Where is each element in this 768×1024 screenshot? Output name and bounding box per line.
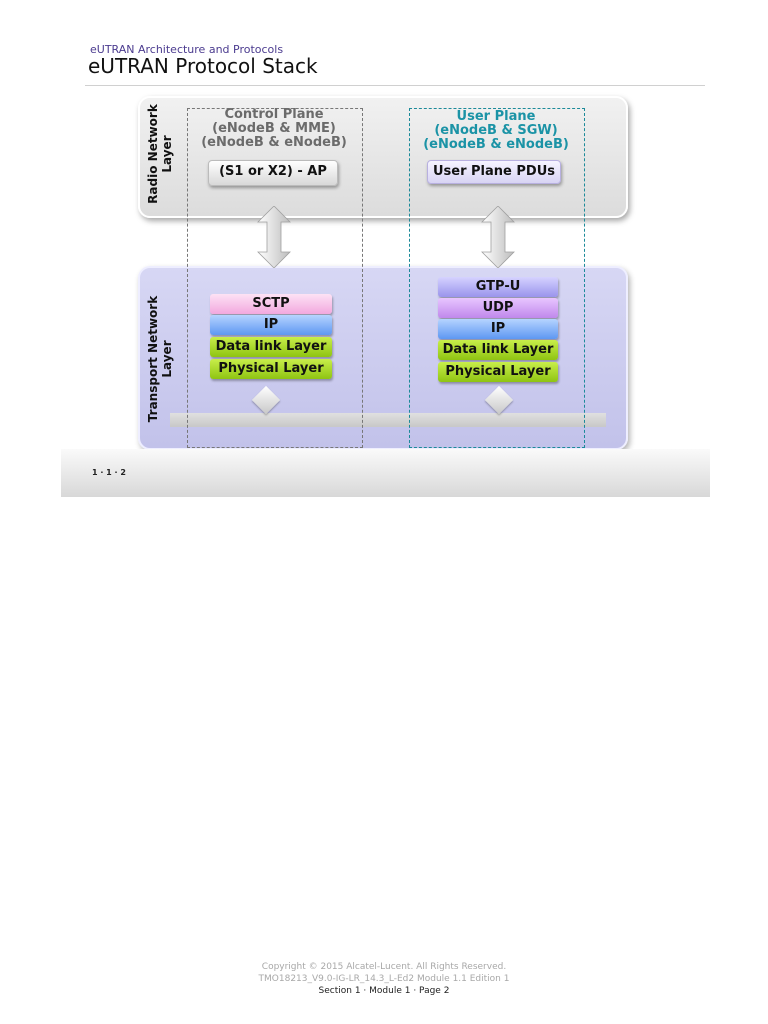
user-plane-double-arrow: [481, 206, 515, 268]
user-plane-boundary: [409, 108, 585, 448]
control-plane-title-line: (eNodeB & MME): [212, 121, 336, 136]
page-number: Section 1 · Module 1 · Page 2: [318, 986, 450, 996]
gtp-u-layer: GTP-U: [438, 277, 558, 297]
user-plane-pdus-protocol: User Plane PDUs: [427, 160, 561, 184]
slide-footer-band: [61, 449, 710, 497]
ip-layer: IP: [438, 319, 558, 339]
slide-subtitle: eUTRAN Architecture and Protocols: [90, 43, 284, 56]
user-plane-title-line: User Plane: [456, 109, 536, 124]
radio-network-layer-panel: [138, 96, 628, 218]
udp-layer: UDP: [438, 298, 558, 318]
ip-layer: IP: [210, 315, 332, 335]
data-link-layer: Data link Layer: [438, 340, 558, 360]
sctp-layer: SCTP: [210, 294, 332, 314]
data-link-layer: Data link Layer: [210, 337, 332, 357]
transport-bus: [170, 413, 606, 427]
control-plane-title-line: (eNodeB & eNodeB): [201, 135, 347, 150]
physical-layer: Physical Layer: [210, 359, 332, 379]
s1-x2-ap-protocol: (S1 or X2) - AP: [208, 160, 338, 186]
control-plane-title: Control Plane (eNodeB & MME) (eNodeB & e…: [184, 108, 364, 150]
control-plane-title-line: Control Plane: [224, 107, 324, 122]
user-plane-title-line: (eNodeB & eNodeB): [423, 137, 569, 152]
user-plane-title: User Plane (eNodeB & SGW) (eNodeB & eNod…: [406, 110, 586, 152]
header-divider: [85, 85, 705, 86]
slide-number: 1 · 1 · 2: [92, 468, 126, 477]
radio-network-layer-label: Radio Network Layer: [146, 104, 174, 204]
copyright-text: Copyright © 2015 Alcatel-Lucent. All Rig…: [261, 962, 507, 972]
control-plane-boundary: [187, 108, 363, 448]
document-reference: TMO18213_V9.0-IG-LR_14.3_L-Ed2 Module 1.…: [258, 974, 510, 984]
transport-network-layer-label: Transport Network Layer: [146, 295, 174, 423]
user-plane-title-line: (eNodeB & SGW): [434, 123, 558, 138]
control-plane-double-arrow: [257, 206, 291, 268]
slide-title: eUTRAN Protocol Stack: [88, 54, 318, 78]
physical-layer: Physical Layer: [438, 362, 558, 382]
